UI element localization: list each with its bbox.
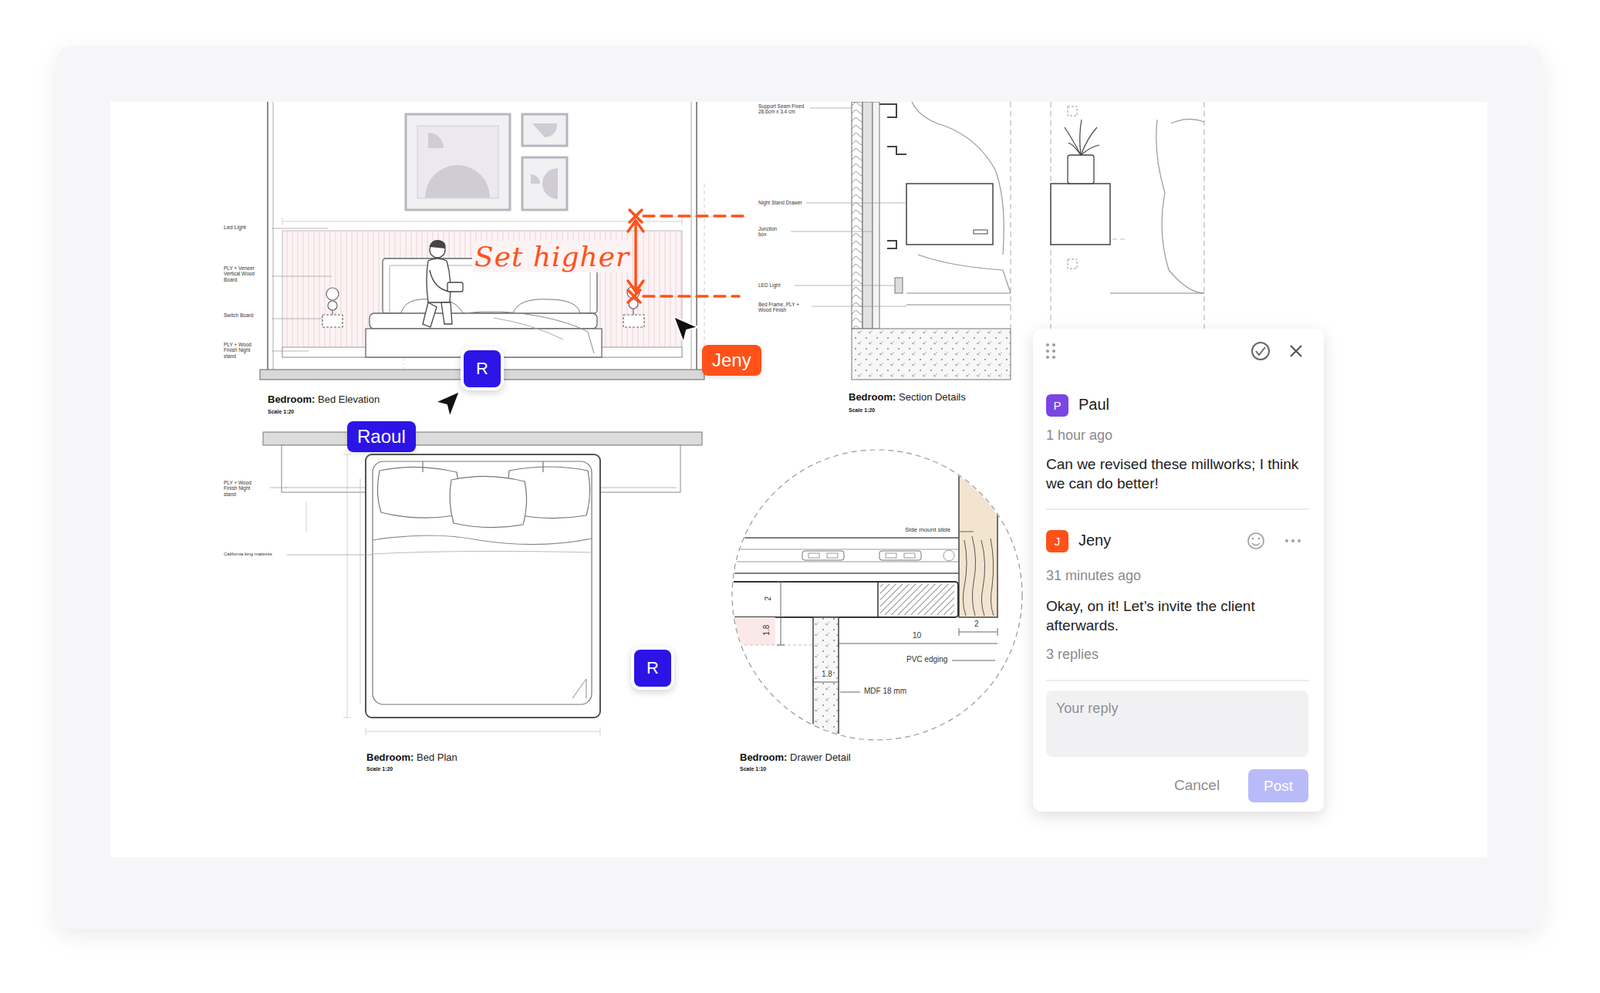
annotation-label: Side mount slide [904,526,952,534]
drawing-title: Bedroom: [848,391,896,404]
annotation-label: 2 [763,595,773,602]
annotation-label: PLY + Veneer Vertical Wood Board [223,265,264,283]
drawing-title: Bed Plan [416,752,458,764]
placeholder: Your reply [1056,700,1118,717]
node-label: Raoul [357,425,406,448]
annotation-label: California king mattress [223,551,273,557]
annotation-label: 1.8 [820,669,834,679]
user-avatar: J [1046,529,1069,553]
annotation-label: 2 [973,619,980,629]
annotation-label: 1.8 [762,624,772,637]
timestamp: 1 hour ago [1046,427,1113,444]
node-label: R [475,358,489,379]
annotation-label: Scale 1:20 [848,407,875,414]
node-label: Jeny [712,349,752,372]
cursor-badge: Raoul [347,421,416,453]
annotation-label: Switch Board [223,312,255,318]
node-label: R [646,658,659,679]
drawing-title: Bedroom: [739,752,787,764]
annotation-label: Scale 1:10 [739,766,767,773]
annotation-label: PVC edging [905,654,949,665]
drawing-title: Section Details [898,391,966,404]
user-avatar: R [631,646,675,690]
post-button: Post [1248,769,1309,803]
annotation-label: Scale 1:20 [267,408,294,416]
user-name: Jeny [1078,531,1111,550]
user-name: Paul [1078,395,1110,414]
comment-text: Okay, on it! Let’s invite the client aft… [1046,596,1301,635]
annotation-label: LED Light [758,282,781,288]
reply-input: Your reply [1046,690,1309,757]
comment-item: Jeny 31 minutes agoOkay, on it! Let’s inv… [1046,513,1313,681]
annotation-label: Support Seam Fixed 28.6cm x 3.4 cm [758,103,807,115]
drawing-title: Drawer Detail [789,752,851,764]
drawing-title: Bedroom: [366,752,414,764]
drawing-title: Bed Elevation [317,394,380,406]
annotation-label: MDF 18 mm [863,686,908,696]
node-label: P [1053,398,1061,412]
comment-item: Paul 1 hour agoCan we revised these millw… [1046,382,1313,510]
annotation-label: PLY + Wood Finish Night stand [223,479,264,497]
annotation-label: PLY + Wood Finish Night stand [223,341,264,359]
drawing-title: Bedroom: [267,394,315,406]
annotation-label: Junction box [758,226,787,238]
user-avatar: R [460,347,504,391]
node-label: J [1054,534,1061,548]
cursor-badge: Jeny [702,344,762,376]
comment-panel: Cancel Paul 1 hour agoCan we revised these… [1032,328,1324,812]
annotation-label: Scale 1:20 [366,766,393,773]
handwritten-note: Set higher [472,240,632,273]
cancel-button: Cancel [1174,776,1220,794]
annotation-label: Bed Frame, PLY + Wood Finish [758,301,808,314]
node-label: Post [1263,777,1293,795]
user-avatar: P [1046,394,1069,417]
timestamp: 31 minutes ago [1046,567,1141,584]
annotation-label: Led Light [223,224,247,231]
annotation-label: 10 [911,631,922,641]
annotation-label: Night Stand Drawer [758,199,803,206]
reply-count: 3 replies [1046,646,1099,663]
comment-text: Can we revised these millworks; I think … [1046,454,1301,493]
